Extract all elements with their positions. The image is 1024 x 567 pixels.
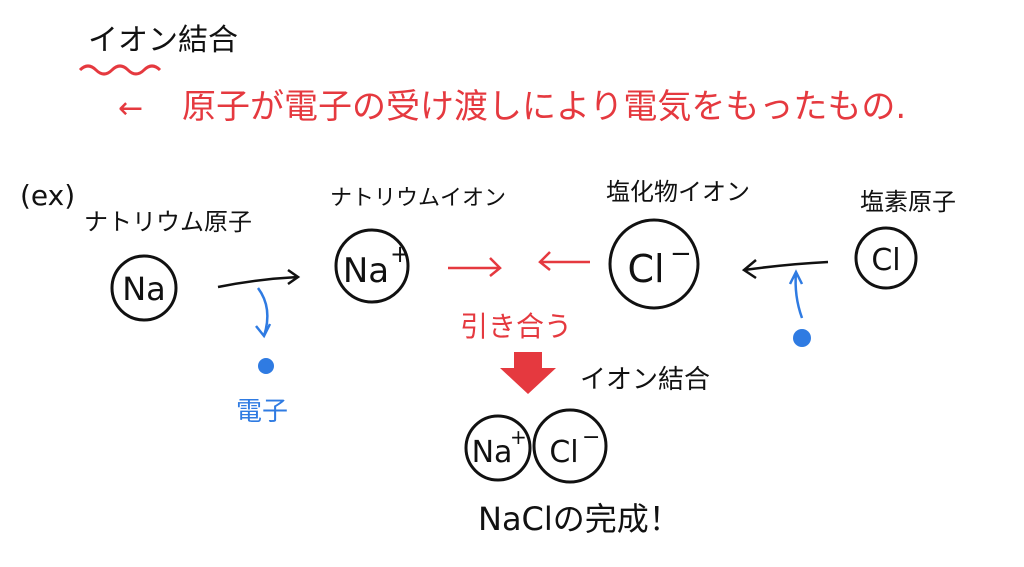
attract-arrow-right [448, 257, 502, 277]
ionize-arrow [217, 275, 299, 289]
chloride-ion-label: 塩化物イオン [606, 178, 750, 206]
chlorine-atom-symbol: Cl [871, 243, 900, 278]
result-sodium-circle [464, 414, 532, 482]
sodium-ion-label: ナトリウムイオン [330, 186, 506, 211]
definition: 原子が電子の受け渡しにより電気をもったもの. [182, 87, 906, 127]
chloride-ion-circle [608, 218, 700, 310]
definition-arrow: ← [118, 91, 143, 126]
electron-label: 電子 [236, 397, 288, 427]
bond-label: イオン結合 [580, 365, 710, 395]
sodium-ion-charge: + [390, 240, 410, 268]
sodium-atom-symbol: Na [122, 270, 166, 308]
down-arrow-icon [500, 352, 556, 394]
chlorine-atom-label: 塩素原子 [860, 188, 956, 216]
chloride-ion-symbol: Cl [627, 247, 664, 291]
title-underline [78, 64, 162, 76]
result-text: NaClの完成！ [478, 500, 681, 538]
result-chloride-circle [532, 408, 608, 484]
chlorine-atom-circle [854, 226, 918, 290]
sodium-ion-symbol: Na [343, 251, 389, 291]
example-label: (ex) [20, 179, 75, 212]
attract-label: 引き合う [460, 310, 572, 343]
sodium-atom-circle [110, 254, 178, 322]
result-sodium-charge: + [510, 425, 527, 449]
electron-dot-right [793, 329, 811, 347]
result-chloride-charge: − [582, 425, 600, 450]
electron-dot-left [258, 358, 274, 374]
sodium-atom-label: ナトリウム原子 [84, 208, 252, 236]
result-chloride-symbol: Cl [549, 435, 578, 470]
chloride-ion-charge: − [670, 239, 692, 269]
gain-electron-arrow [741, 259, 829, 280]
result-sodium-symbol: Na [472, 435, 513, 470]
attract-arrow-left [538, 251, 590, 271]
sodium-ion-circle [334, 228, 410, 304]
electron-capture-arrow [788, 269, 804, 319]
title: イオン結合 [88, 23, 238, 58]
